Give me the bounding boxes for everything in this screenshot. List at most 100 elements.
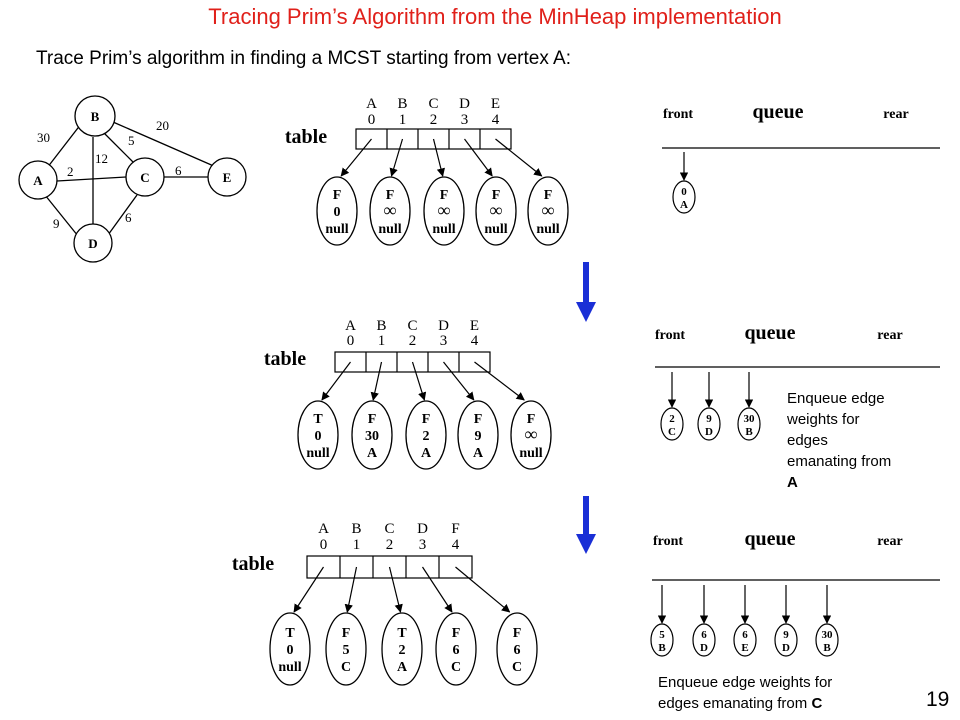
node-previous: null <box>378 222 401 237</box>
table-node-oval <box>510 400 552 470</box>
node-previous: C <box>451 660 461 675</box>
table-node: T2A <box>381 612 423 686</box>
node-previous: null <box>484 222 507 237</box>
table-pointer-arrow <box>455 566 511 613</box>
table-header-index: 2 <box>430 112 438 128</box>
note-line: weights for <box>787 411 860 428</box>
queue-item-vertex: B <box>823 642 831 654</box>
note-line: Enqueue edge <box>787 390 885 407</box>
table-node: F6C <box>435 612 477 686</box>
slide-subtitle: Trace Prim’s algorithm in finding a MCST… <box>36 48 571 69</box>
table-label: table <box>232 553 274 575</box>
edge-weight: 6 <box>125 210 132 225</box>
node-previous: A <box>367 446 378 461</box>
queue-front-label: front <box>653 534 683 549</box>
node-distance: ∞ <box>438 200 451 220</box>
node-distance: 0 <box>287 643 294 658</box>
queue-item-oval <box>815 623 839 657</box>
queue-rear-label: rear <box>883 107 908 122</box>
table-pointer-arrow <box>464 138 493 177</box>
edge-weight: 20 <box>156 118 169 133</box>
table-pointer-arrow <box>411 361 427 401</box>
queue-rear-label: rear <box>877 534 902 549</box>
table-pointer-arrow <box>321 361 351 401</box>
table-header-index: 1 <box>378 333 386 349</box>
node-distance: 0 <box>334 205 341 220</box>
graph: B A C E D 30 20 5 12 2 6 9 6 <box>18 95 247 263</box>
table-node-oval <box>325 612 367 686</box>
queue-item: 5B <box>650 623 674 657</box>
table-node-oval <box>316 176 358 246</box>
table-node-oval <box>405 400 447 470</box>
table-header-letter: B <box>351 521 361 537</box>
node-previous: null <box>519 446 542 461</box>
table-pointer-arrow <box>344 566 358 613</box>
table-header-letter: C <box>384 521 394 537</box>
table-node: F9A <box>457 400 499 470</box>
queue-item-weight: 5 <box>659 629 665 641</box>
table-pointer-arrow <box>370 361 383 401</box>
table-label: table <box>264 348 306 370</box>
table-array-outline <box>334 351 491 373</box>
queue-item-oval <box>737 407 761 441</box>
queue-item-oval <box>697 407 721 441</box>
note-line: Enqueue edge weights for <box>658 674 833 691</box>
edge-weight: 30 <box>37 130 50 145</box>
node-known-flag: F <box>544 188 553 203</box>
vertex-e <box>207 157 247 197</box>
vertex-label: E <box>223 170 232 185</box>
edge-a-c <box>56 176 127 182</box>
table-header-letter: E <box>491 96 500 112</box>
node-distance: ∞ <box>542 200 555 220</box>
queue-item: 6E <box>733 623 757 657</box>
table-header-letter: A <box>366 96 377 112</box>
queue-item-vertex: B <box>745 426 753 438</box>
table-node-oval <box>527 176 569 246</box>
node-known-flag: F <box>513 626 522 641</box>
graph-vertex-labels: B A C E D <box>33 109 231 251</box>
queue-item-weight: 6 <box>701 629 707 641</box>
queue-item-weight: 30 <box>744 413 756 425</box>
edge-a-d <box>44 194 79 237</box>
table-node-oval <box>297 400 339 470</box>
table-header-index: 1 <box>353 537 361 553</box>
queue-item-oval <box>733 623 757 657</box>
table-pointer-arrow <box>421 566 453 613</box>
node-known-flag: T <box>313 412 323 427</box>
queue-item-weight: 0 <box>681 186 687 198</box>
table-array-outline <box>306 555 473 579</box>
node-known-flag: F <box>440 188 449 203</box>
blue-down-arrow-icon <box>576 496 596 554</box>
queue-item-weight: 9 <box>783 629 789 641</box>
node-distance: 2 <box>399 643 406 658</box>
vertex-d <box>73 223 113 263</box>
node-previous: null <box>432 222 455 237</box>
table-node-oval <box>423 176 465 246</box>
edge-weight: 9 <box>53 216 60 231</box>
table-node: F5C <box>325 612 367 686</box>
table-header-index: 3 <box>461 112 469 128</box>
node-previous: C <box>341 660 351 675</box>
table-node-oval <box>496 612 538 686</box>
node-known-flag: F <box>474 412 483 427</box>
queue-item-oval <box>650 623 674 657</box>
table-header-letter: C <box>407 318 417 334</box>
table-header-index: 3 <box>419 537 427 553</box>
table-array-outline <box>355 128 512 150</box>
transition-arrows <box>576 262 596 554</box>
queue-item-weight: 30 <box>822 629 834 641</box>
table-header-letter: B <box>376 318 386 334</box>
vertex-c <box>125 157 165 197</box>
table-node: F6C <box>496 612 538 686</box>
table-header-index: 0 <box>347 333 355 349</box>
node-previous: A <box>421 446 432 461</box>
queue-item: 9D <box>774 623 798 657</box>
trace-panels: tableA0B1C2D3E4F0nullF∞nullF∞nullF∞nullF… <box>232 96 940 686</box>
note-step-3: Enqueue edge weights for edges emanating… <box>658 672 898 714</box>
graph-vertices <box>18 95 247 263</box>
